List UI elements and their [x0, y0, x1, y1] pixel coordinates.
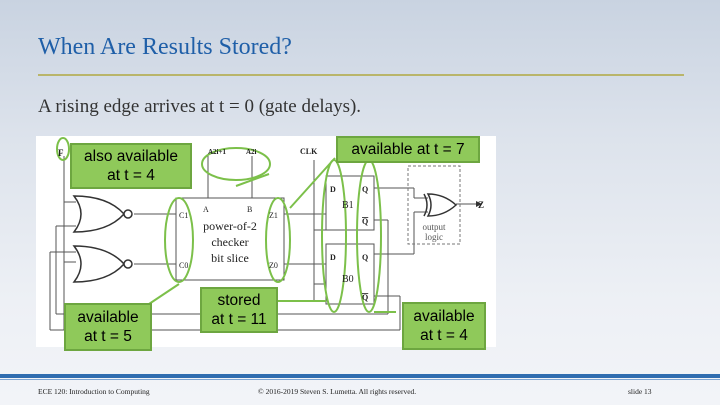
ff1-q: Q [362, 185, 368, 194]
ff0-q: Q [362, 253, 368, 262]
callout-text: at t = 11 [211, 311, 267, 328]
title-rule [38, 74, 684, 76]
slice-label-3: bit slice [211, 251, 249, 265]
ff1-qbar: Q [362, 217, 368, 226]
callout-text: available [413, 308, 475, 325]
slide-subtitle: A rising edge arrives at t = 0 (gate del… [38, 96, 362, 117]
callout-text: at t = 4 [420, 327, 468, 344]
slice-label-2: checker [211, 235, 248, 249]
ff0-label: B0 [342, 274, 354, 285]
callout-text: stored [217, 292, 261, 309]
footer-course: ECE 120: Introduction to Computing [38, 387, 150, 396]
callout-text: at t = 4 [107, 167, 155, 184]
callout-text: available at t = 7 [351, 141, 465, 158]
ff1-d: D [330, 185, 336, 194]
callout-stored-t11: stored at t = 11 [200, 287, 278, 333]
label-c1: C1 [179, 211, 188, 220]
label-a2i: A2i [246, 148, 257, 156]
callout-text: at t = 5 [84, 328, 132, 345]
callout-available-t5: available at t = 5 [64, 303, 152, 351]
label-c0: C0 [179, 261, 188, 270]
label-z: Z [478, 200, 484, 210]
ff0-d: D [330, 253, 336, 262]
label-b: B [247, 205, 252, 214]
label-a2i1: A2i+1 [208, 148, 226, 156]
callout-text: available [77, 309, 139, 326]
ff1-label: B1 [342, 200, 354, 211]
footer-rule [0, 379, 720, 380]
callout-available-t4: available at t = 4 [402, 302, 486, 350]
callout-text: also available [84, 148, 178, 165]
slice-label-1: power-of-2 [203, 219, 257, 233]
label-f: F [58, 148, 64, 158]
callout-also-available-t4: also available at t = 4 [70, 143, 192, 189]
ff0-qbar: Q [362, 293, 368, 302]
label-a: A [203, 205, 209, 214]
footer-slide-number: slide 13 [628, 387, 652, 396]
slide-title: When Are Results Stored? [38, 34, 292, 60]
label-z1: Z1 [269, 211, 278, 220]
footer-copyright: © 2016-2019 Steven S. Lumetta. All right… [258, 387, 417, 396]
label-clk: CLK [300, 147, 318, 156]
footer-bar [0, 374, 720, 378]
output-logic-label-1: output [422, 222, 446, 232]
callout-available-t7: available at t = 7 [336, 136, 480, 163]
output-logic-label-2: logic [425, 232, 443, 242]
label-z0: Z0 [269, 261, 278, 270]
